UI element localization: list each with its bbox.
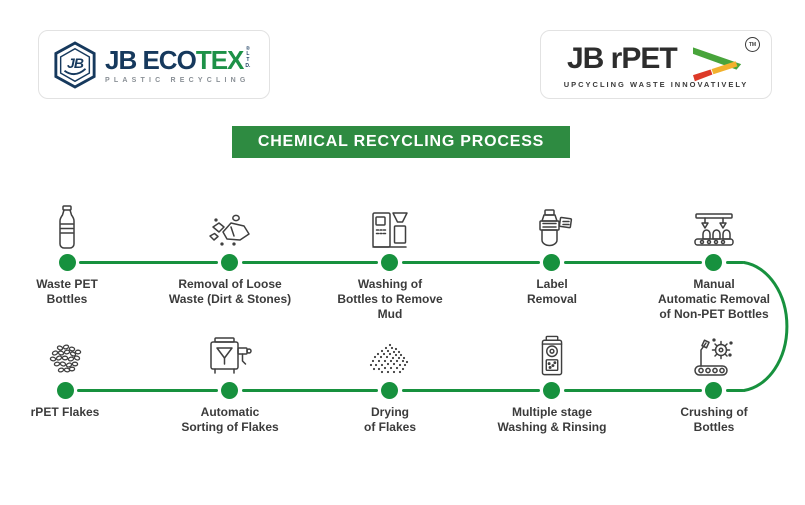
jb-rpet-logo-card: JB rPET TM UPCYCLING WASTE INNOVATIVELY [540,30,772,99]
bottle-washing-machine-icon [310,207,470,249]
ecotex-wordmark: JB ECO TEX ® L T D. [105,44,251,75]
connector-line [402,389,540,392]
process-node-dot [381,382,398,399]
connector-line [564,261,702,264]
rpet-flakes-icon [0,335,145,377]
step-label: Manual Automatic Removal of Non-PET Bott… [657,277,771,321]
rpet-tagline: UPCYCLING WASTE INNOVATIVELY [563,80,749,89]
step-automatic-sorting: Automatic Sorting of Flakes [150,335,310,435]
step-rpet-flakes: rPET Flakes [0,335,145,420]
step-label: Multiple stage Washing & Rinsing [497,405,607,434]
step-label: Crushing of Bottles [680,405,748,434]
connector-line [402,261,540,264]
title-banner: CHEMICAL RECYCLING PROCESS [232,126,570,158]
connector-line [242,261,378,264]
step-label: Washing of Bottles to Remove Mud [337,277,443,321]
rpet-wordmark: JB rPET [567,42,678,75]
connector-line [77,389,218,392]
step-label-removal: Label Removal [472,207,632,307]
rpet-arrow-icon [693,46,743,89]
ecotex-wordmark-accent: TEX [195,44,245,75]
trademark-icon: TM [745,37,760,52]
flake-sorter-icon [150,335,310,377]
step-crushing-bottles: Crushing of Bottles [634,335,794,435]
step-label: Drying of Flakes [363,405,417,434]
sorting-conveyor-icon [634,207,794,249]
process-node-dot [221,254,238,271]
step-manual-automatic-removal: Manual Automatic Removal of Non-PET Bott… [634,207,794,322]
step-label: Label Removal [526,277,578,306]
label-removal-machine-icon [472,207,632,249]
waste-pet-bottle-icon [0,205,147,249]
step-multistage-washing: Multiple stage Washing & Rinsing [472,335,632,435]
process-node-dot [705,382,722,399]
step-washing-bottles: Washing of Bottles to Remove Mud [310,207,470,322]
loose-waste-icon [150,207,310,249]
process-node-dot [221,382,238,399]
step-label: Waste PET Bottles [36,277,98,306]
jb-ecotex-logo-card: JB JB ECO TEX ® L T D. PLASTIC RECYCLING [38,30,270,99]
process-node-dot [543,382,560,399]
multistage-washer-icon [472,335,632,377]
step-label: Automatic Sorting of Flakes [181,405,279,434]
logo-monogram: JB [67,55,84,71]
process-node-dot [59,254,76,271]
jb-ecotex-hexagon-logo-icon: JB [53,41,97,89]
process-node-dot [57,382,74,399]
connector-line [79,261,218,264]
connector-line [242,389,378,392]
bottle-crusher-icon [634,335,794,377]
connector-line [726,389,744,392]
step-label: Removal of Loose Waste (Dirt & Stones) [168,277,292,306]
step-drying-flakes: Drying of Flakes [310,335,470,435]
ecotex-ltd-mark: ® L T D. [245,45,251,69]
process-node-dot [381,254,398,271]
step-waste-pet-bottles: Waste PET Bottles [0,205,147,307]
drying-flakes-icon [310,335,470,377]
process-node-dot [705,254,722,271]
connector-line [726,261,744,264]
step-removal-loose-waste: Removal of Loose Waste (Dirt & Stones) [150,207,310,307]
process-node-dot [543,254,560,271]
ecotex-tagline: PLASTIC RECYCLING [105,76,250,84]
step-label: rPET Flakes [30,405,100,419]
connector-line [564,389,702,392]
ecotex-wordmark-primary: JB ECO [105,44,197,75]
